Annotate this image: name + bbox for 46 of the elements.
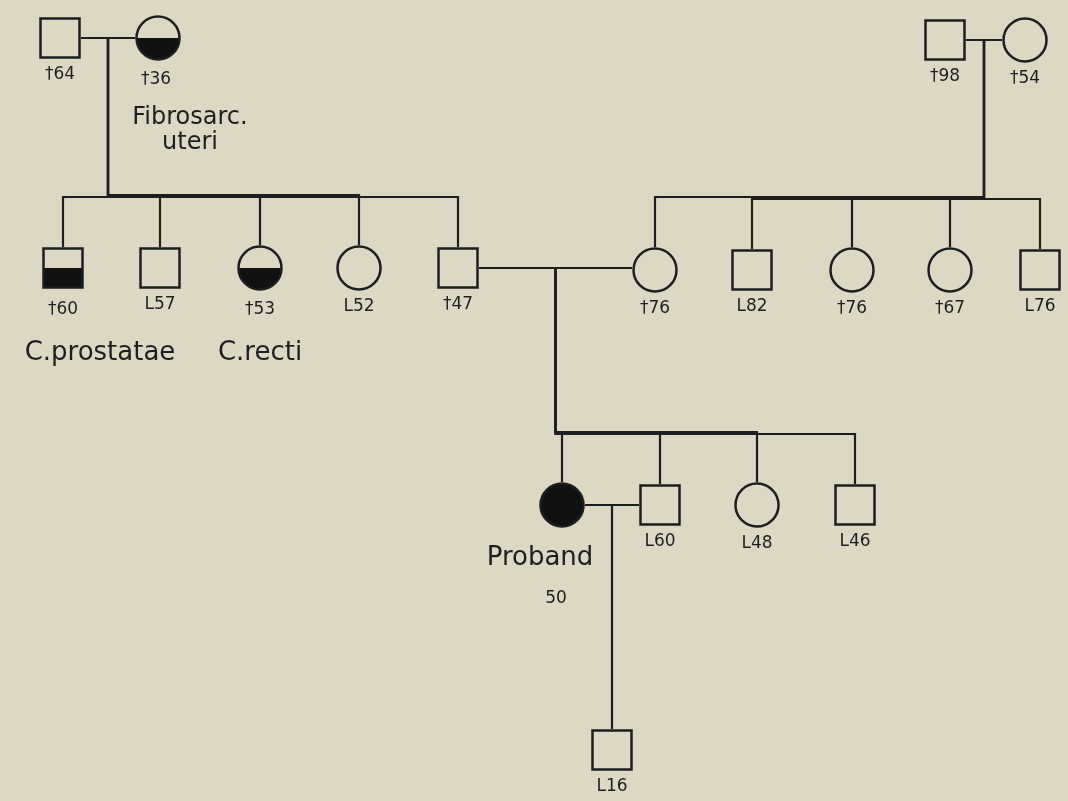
male-symbol — [139, 247, 181, 289]
pedigree-line — [585, 503, 614, 729]
female-symbol — [829, 247, 875, 293]
male-symbol — [591, 729, 633, 771]
age-label: †54 — [1009, 69, 1041, 87]
female-symbol — [237, 245, 283, 291]
age-label: †76 — [836, 299, 868, 317]
age-label: †98 — [929, 67, 961, 85]
person-note: †53 — [244, 300, 276, 318]
age-label: †76 — [639, 299, 671, 317]
person-note: 50 — [545, 589, 567, 607]
pedigree-line — [966, 38, 1042, 249]
age-label: †47 — [442, 295, 474, 313]
pedigree-line — [479, 266, 857, 484]
person-note: C.prostatae — [24, 338, 176, 366]
person-note: †60 — [47, 300, 79, 318]
female-symbol — [927, 247, 973, 293]
female-symbol — [1002, 17, 1048, 63]
female-symbol — [135, 15, 181, 61]
person-note: †36 — [140, 70, 172, 88]
pedigree-line — [81, 36, 460, 247]
female-symbol — [539, 482, 585, 528]
male-symbol — [639, 484, 681, 526]
age-label: L46 — [839, 532, 871, 550]
person-note: C.recti — [217, 338, 303, 366]
age-label: L48 — [741, 534, 773, 552]
male-symbol — [1019, 249, 1061, 291]
male-symbol — [731, 249, 773, 291]
female-symbol — [734, 482, 780, 528]
age-label: †67 — [934, 299, 966, 317]
female-symbol — [336, 245, 382, 291]
age-label: †64 — [44, 65, 76, 83]
age-label: L82 — [736, 297, 768, 315]
age-label: L57 — [144, 295, 176, 313]
male-symbol — [437, 247, 479, 289]
age-label: L76 — [1024, 297, 1056, 315]
male-symbol — [39, 17, 81, 59]
age-label: L52 — [343, 297, 375, 315]
male-symbol — [834, 484, 876, 526]
male-symbol — [924, 19, 966, 61]
age-label: L60 — [644, 532, 676, 550]
person-note: Fibrosarc. uteri — [131, 104, 249, 155]
female-symbol — [632, 247, 678, 293]
age-label: L16 — [596, 777, 628, 795]
person-note: Proband — [486, 543, 594, 571]
male-symbol — [42, 247, 84, 289]
